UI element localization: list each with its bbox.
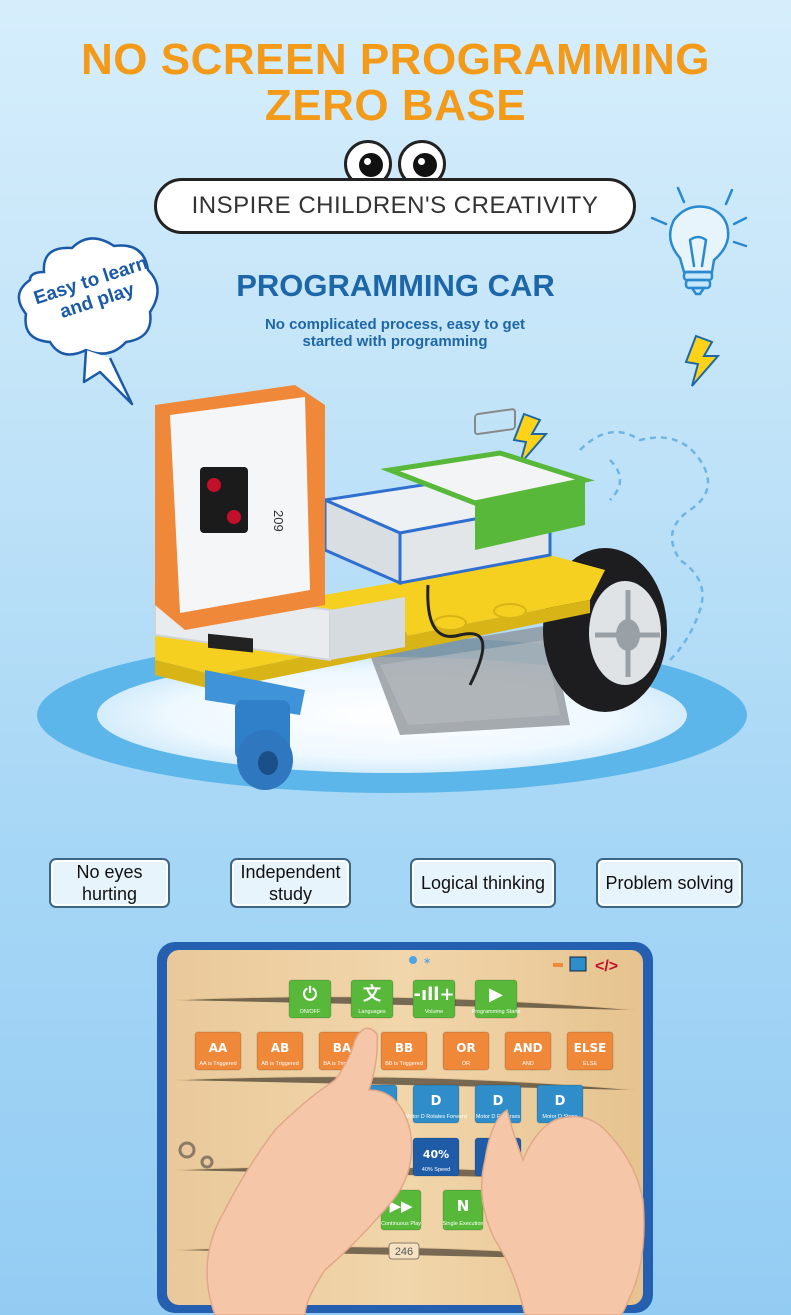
svg-text:AA is Triggered: AA is Triggered <box>199 1061 236 1067</box>
svg-text:∗: ∗ <box>423 956 431 967</box>
condition-tile: AA AA is Triggered <box>194 1031 242 1071</box>
headline-line2: ZERO BASE <box>264 81 527 130</box>
svg-text:AA: AA <box>209 1041 228 1055</box>
motor-tile: D Motor D Stops <box>536 1084 584 1124</box>
motor-tile: D Motor D Rotates Forward <box>405 1084 467 1124</box>
play-tile: N Single Execution <box>442 1189 484 1231</box>
svg-text:BB is Triggered: BB is Triggered <box>385 1061 423 1067</box>
svg-text:BA: BA <box>333 1041 352 1055</box>
motor-tile: D Motor D Reverses <box>474 1084 522 1124</box>
svg-text:ON/OFF: ON/OFF <box>300 1009 321 1015</box>
svg-text:AND: AND <box>513 1041 542 1055</box>
svg-text:ELSE: ELSE <box>574 1041 607 1055</box>
programming-board-illustration: ∗ </> ⏻ ON/OFF 文 Languages -ıll+ Volume ▶ Progr… <box>157 942 653 1315</box>
model-number: 246 <box>395 1246 413 1258</box>
svg-text:▶▶: ▶▶ <box>389 1197 413 1215</box>
svg-text:BB: BB <box>395 1041 413 1055</box>
svg-text:OR: OR <box>462 1061 470 1067</box>
speech-bubble-icon <box>17 237 159 406</box>
svg-text:Motor D Stops: Motor D Stops <box>542 1114 577 1120</box>
svg-text:▶: ▶ <box>489 984 503 1005</box>
motion-trail-decoration <box>579 430 710 661</box>
svg-text:Continuous Play: Continuous Play <box>381 1221 421 1227</box>
feature-logical-thinking: Logical thinking <box>410 858 556 908</box>
product-title: PROGRAMMING CAR <box>236 268 555 303</box>
svg-text:AB is Triggered: AB is Triggered <box>261 1061 299 1067</box>
condition-tile: OR OR <box>442 1031 490 1071</box>
svg-text:40%: 40% <box>423 1148 449 1161</box>
svg-text:40% Speed: 40% Speed <box>422 1167 450 1173</box>
speed-tile: 40% 40% Speed <box>412 1137 460 1177</box>
feature-problem-solving: Problem solving <box>596 858 743 908</box>
svg-text:Single Execution: Single Execution <box>443 1221 484 1227</box>
svg-text:Volume: Volume <box>425 1009 443 1015</box>
condition-tile: ELSE ELSE <box>566 1031 614 1071</box>
code-icon: </> <box>595 958 618 975</box>
svg-text:文: 文 <box>363 983 382 1005</box>
headline-line1: NO SCREEN PROGRAMMING <box>81 35 710 84</box>
control-tile: 文 Languages <box>350 979 394 1019</box>
svg-text:D: D <box>431 1094 442 1109</box>
control-tile: -ıll+ Volume <box>412 979 456 1019</box>
lightning-icon <box>684 334 721 387</box>
condition-tile: AND AND <box>504 1031 552 1071</box>
control-tile: ⏻ ON/OFF <box>288 979 332 1019</box>
svg-text:AND: AND <box>522 1061 534 1067</box>
svg-text:Motor D Reverses: Motor D Reverses <box>476 1114 521 1120</box>
tagline-pill: INSPIRE CHILDREN'S CREATIVITY <box>154 178 636 234</box>
svg-text:OR: OR <box>456 1041 475 1055</box>
svg-text:D: D <box>493 1094 504 1109</box>
svg-text:⏻: ⏻ <box>303 984 318 1005</box>
svg-text:AB: AB <box>271 1041 289 1055</box>
lightbulb-icon <box>650 186 748 296</box>
product-description: No complicated process, easy to get star… <box>264 316 526 350</box>
svg-text:D: D <box>555 1094 566 1109</box>
svg-text:Motor D Rotates Forward: Motor D Rotates Forward <box>405 1114 467 1120</box>
svg-text:-ıll+: -ıll+ <box>413 984 454 1005</box>
sensor-code: 209 <box>271 510 286 532</box>
feature-independent-study: Independent study <box>230 858 351 908</box>
lightning-icon <box>512 412 549 465</box>
svg-text:Programming Starts: Programming Starts <box>472 1009 521 1015</box>
programming-car-illustration: 209 <box>37 385 747 793</box>
control-tile: ▶ Programming Starts <box>472 979 521 1019</box>
condition-tile: AB AB is Triggered <box>256 1031 304 1071</box>
svg-text:ELSE: ELSE <box>583 1061 597 1067</box>
condition-tile: BB BB is Triggered <box>380 1031 428 1071</box>
svg-text:Languages: Languages <box>358 1009 385 1015</box>
feature-no-eyes-hurting: No eyes hurting <box>49 858 170 908</box>
svg-text:N: N <box>457 1197 470 1215</box>
svg-text:BA is Triggered: BA is Triggered <box>323 1061 360 1067</box>
